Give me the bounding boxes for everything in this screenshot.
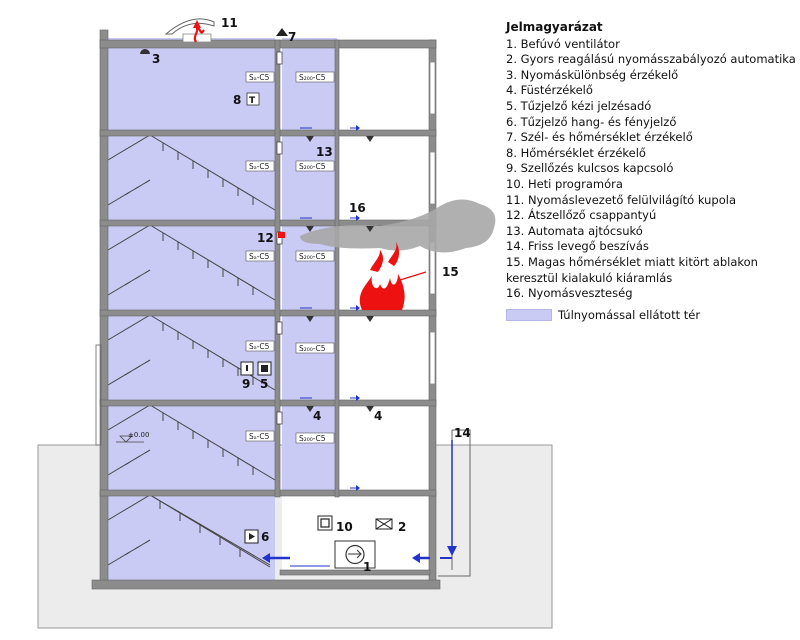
callout-4b: 4 xyxy=(374,409,382,423)
callout-15: 15 xyxy=(442,265,459,279)
thermometer-glyph: T xyxy=(249,96,256,106)
rooms xyxy=(337,48,429,500)
airflow-arrows xyxy=(262,125,457,567)
callout-8: 8 xyxy=(233,93,241,107)
callout-2: 2 xyxy=(398,520,406,534)
stair-door-label: Sₐ-C5 xyxy=(249,73,270,82)
callout-3: 3 xyxy=(152,52,160,66)
lobby-door-label: S₂₀₀-C5 xyxy=(299,73,326,82)
pressure-controller-icon xyxy=(375,518,393,530)
door-labels: Sₐ-C5 S₂₀₀-C5 Sₐ-C5 S₂₀₀-C5 Sₐ-C5 S₂₀₀-C… xyxy=(245,71,335,444)
legend-item: 1. Befúvó ventilátor xyxy=(506,36,620,51)
lobby-door-label: S₂₀₀-C5 xyxy=(299,252,326,261)
callout-11: 11 xyxy=(221,16,238,30)
supply-fan-icon xyxy=(334,540,376,569)
smoke-cloud xyxy=(300,199,496,253)
callout-6: 6 xyxy=(261,530,269,544)
lobby-door-label: S₂₀₀-C5 xyxy=(299,162,326,171)
level-marker-icon: ±0.00 xyxy=(116,431,149,443)
callout-numbers: 11 3 7 8 13 16 12 15 9 5 4 4 14 10 2 6 1 xyxy=(152,16,471,574)
callout-13: 13 xyxy=(316,145,333,159)
stair-door-label: Sₐ-C5 xyxy=(249,432,270,441)
legend-item: 16. Nyomásveszteség xyxy=(506,286,633,301)
key-switch-icon xyxy=(240,361,254,376)
thermometer-icon: T xyxy=(246,92,260,106)
stair-door-label: Sₐ-C5 xyxy=(249,252,270,261)
level-mark-text: ±0.00 xyxy=(128,431,149,439)
callout-9: 9 xyxy=(242,377,250,391)
legend-item: 13. Automata ajtócsukó xyxy=(506,223,643,238)
pressure-relief-dome-icon xyxy=(164,18,215,43)
legend-item: 11. Nyomáslevezető felülvilágító kupola xyxy=(506,192,737,207)
smoke-detector-icon xyxy=(306,136,374,412)
stair-door-label: Sₐ-C5 xyxy=(249,162,270,171)
legend-item: 9. Szellőzés kulcsos kapcsoló xyxy=(506,161,674,176)
transfer-damper-icon xyxy=(278,232,285,238)
callout-16: 16 xyxy=(349,201,366,215)
windows xyxy=(429,61,436,385)
lobby-door-label: S₂₀₀-C5 xyxy=(299,344,326,353)
callout-12: 12 xyxy=(257,231,274,245)
legend-item: 6. Tűzjelző hang- és fényjelző xyxy=(506,114,677,129)
legend-key-label: Túlnyomással ellátott tér xyxy=(558,307,701,322)
legend-title: Jelmagyarázat xyxy=(506,20,603,34)
wind-temp-sensor-icon xyxy=(276,28,288,36)
legend-key: Túlnyomással ellátott tér xyxy=(506,308,796,324)
callout-14: 14 xyxy=(454,426,471,440)
stair-door-label: Sₐ-C5 xyxy=(249,342,270,351)
weekly-timer-icon xyxy=(317,515,333,531)
lobby-door-label: S₂₀₀-C5 xyxy=(299,434,326,443)
fire-icon xyxy=(359,242,405,310)
legend-item: 14. Friss levegő beszívás xyxy=(506,239,649,254)
entrance-canopy xyxy=(95,344,102,446)
callout-10: 10 xyxy=(336,520,353,534)
building-structure xyxy=(91,29,441,590)
manual-call-point-icon xyxy=(257,361,272,376)
legend-item: 4. Füstérzékelő xyxy=(506,83,593,98)
callout-5: 5 xyxy=(260,377,268,391)
legend-item: 7. Szél- és hőmérséklet érzékelő xyxy=(506,130,693,145)
legend-item: 5. Tűzjelző kézi jelzésadó xyxy=(506,98,652,113)
legend-item: 15. Magas hőmérséklet miatt kitört ablak… xyxy=(506,254,758,285)
legend-item: 12. Átszellőző csappantyú xyxy=(506,208,657,223)
legend-item: 8. Hőmérséklet érzékelő xyxy=(506,145,646,160)
outflow-arrows xyxy=(399,271,427,281)
legend-item: 10. Heti programóra xyxy=(506,176,623,191)
legend-item: 2. Gyors reagálású nyomásszabályozó auto… xyxy=(506,52,796,67)
callout-1: 1 xyxy=(363,560,371,574)
pressure-sensor-icon xyxy=(140,49,150,54)
legend-item: 3. Nyomáskülönbség érzékelő xyxy=(506,67,679,82)
callout-4a: 4 xyxy=(313,409,321,423)
pressurized-swatch xyxy=(506,309,552,322)
callout-7: 7 xyxy=(288,30,296,44)
legend: Jelmagyarázat 1. Befúvó ventilátor 2. Gy… xyxy=(506,20,796,323)
alarm-sounder-icon xyxy=(244,529,259,544)
